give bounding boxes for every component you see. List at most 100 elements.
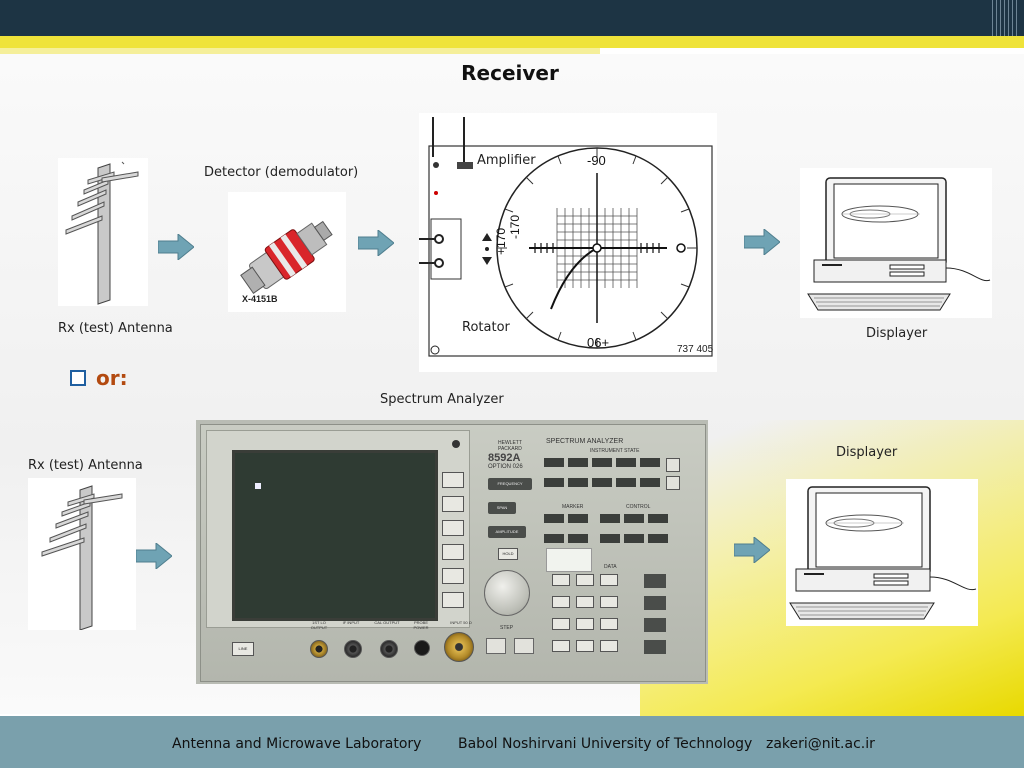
state-button[interactable]	[640, 478, 660, 487]
spectrum-analyzer-label: Spectrum Analyzer	[380, 392, 504, 407]
step-label: STEP	[500, 625, 514, 631]
state-button[interactable]	[616, 458, 636, 467]
key-dot[interactable]	[576, 640, 594, 652]
cal-output-connector[interactable]	[380, 640, 398, 658]
analyzer-screen	[232, 450, 438, 621]
marker-button[interactable]	[544, 534, 564, 543]
footer-bar: Antenna and Microwave Laboratory Babol N…	[0, 716, 1024, 768]
key-2[interactable]	[576, 618, 594, 630]
marker-button[interactable]	[568, 514, 588, 523]
units-key[interactable]	[644, 574, 666, 588]
span-button-label: SPAN	[496, 505, 508, 510]
preset-button[interactable]	[544, 458, 564, 467]
flow-arrow-icon	[136, 543, 172, 569]
header-bar	[0, 0, 1024, 36]
probe-power-connector[interactable]	[414, 640, 430, 656]
key-0[interactable]	[552, 640, 570, 652]
line-button[interactable]: LINE	[232, 642, 254, 656]
detector-part-number: X-4151B	[242, 294, 278, 304]
accent-band-light	[0, 48, 600, 54]
dial-left2-label: -170	[508, 214, 522, 239]
footer-university: Babol Noshirvani University of Technolog…	[458, 736, 753, 752]
amplitude-button[interactable]: AMPLITUDE	[488, 526, 526, 538]
rotator-image: Amplifier -90 06+ +170 -170 737 405 Rota…	[419, 113, 717, 372]
calibration-sticker	[546, 548, 592, 572]
vol-button[interactable]	[666, 476, 680, 490]
control-button[interactable]	[648, 534, 668, 543]
displayer-label-top: Displayer	[866, 326, 928, 341]
lo-output-connector[interactable]	[310, 640, 328, 658]
marker-button[interactable]	[568, 534, 588, 543]
port-probe-label: PROBE POWER	[413, 620, 429, 630]
control-button[interactable]	[600, 514, 620, 523]
state-button[interactable]	[592, 478, 612, 487]
analyzer-option: OPTION 026	[488, 464, 523, 470]
footer-email: zakeri@nit.ac.ir	[766, 736, 875, 752]
section-control: CONTROL	[626, 504, 651, 510]
units-key[interactable]	[644, 618, 666, 632]
displayer-image-bottom	[786, 479, 978, 626]
hold-button[interactable]: HOLD	[498, 548, 518, 560]
header-stripes	[992, 0, 1018, 36]
softkey-button[interactable]	[442, 520, 464, 536]
state-button[interactable]	[616, 478, 636, 487]
state-button[interactable]	[640, 458, 660, 467]
section-data: DATA	[604, 564, 617, 570]
amplitude-button-label: AMPLITUDE	[495, 529, 519, 534]
key-7[interactable]	[552, 574, 570, 586]
detector-image: X-4151B	[228, 192, 346, 312]
flow-arrow-icon	[744, 229, 780, 255]
key-1[interactable]	[552, 618, 570, 630]
or-bullet: or:	[70, 366, 128, 390]
key-6[interactable]	[600, 596, 618, 608]
displayer-label-bottom: Displayer	[836, 445, 898, 460]
vol-button[interactable]	[666, 458, 680, 472]
displayer-image-top	[800, 168, 992, 318]
units-key[interactable]	[644, 640, 666, 654]
control-button[interactable]	[624, 514, 644, 523]
hold-button-label: HOLD	[502, 551, 514, 556]
key-3[interactable]	[600, 618, 618, 630]
units-key[interactable]	[644, 596, 666, 610]
rx-antenna-label-bottom: Rx (test) Antenna	[28, 458, 143, 473]
key-9[interactable]	[600, 574, 618, 586]
port-cal-label: CAL OUTPUT	[374, 620, 400, 625]
tuning-knob[interactable]	[484, 570, 530, 616]
dial-top-label: -90	[587, 153, 606, 168]
if-input-connector[interactable]	[344, 640, 362, 658]
flow-arrow-icon	[158, 234, 194, 260]
line-button-label: LINE	[238, 646, 248, 651]
state-button[interactable]	[568, 458, 588, 467]
key-5[interactable]	[576, 596, 594, 608]
marker-button[interactable]	[544, 514, 564, 523]
state-button[interactable]	[544, 478, 564, 487]
control-button[interactable]	[624, 534, 644, 543]
key-8[interactable]	[576, 574, 594, 586]
span-button[interactable]: SPAN	[488, 502, 516, 514]
footer-lab: Antenna and Microwave Laboratory	[172, 736, 422, 752]
control-button[interactable]	[600, 534, 620, 543]
key-minus[interactable]	[600, 640, 618, 652]
softkey-button[interactable]	[442, 592, 464, 608]
rotator-model-number: 737 405	[677, 344, 714, 355]
rf-input-connector[interactable]	[444, 632, 474, 662]
port-if-label: IF INPUT	[342, 620, 360, 625]
step-down-button[interactable]	[514, 638, 534, 654]
port-input-label: INPUT 50 Ω	[450, 620, 472, 625]
key-4[interactable]	[552, 596, 570, 608]
state-button[interactable]	[592, 458, 612, 467]
frequency-button-label: FREQUENCY	[497, 481, 523, 486]
step-up-button[interactable]	[486, 638, 506, 654]
marker-control-keys	[544, 512, 684, 552]
dial-bottom-label: 06+	[587, 335, 610, 350]
state-button[interactable]	[568, 478, 588, 487]
instrument-state-keys	[544, 456, 684, 496]
or-label: or:	[96, 366, 128, 390]
softkey-button[interactable]	[442, 472, 464, 488]
analyzer-model: 8592A	[488, 452, 521, 464]
softkey-button[interactable]	[442, 496, 464, 512]
control-button[interactable]	[648, 514, 668, 523]
softkey-button[interactable]	[442, 568, 464, 584]
softkey-button[interactable]	[442, 544, 464, 560]
frequency-button[interactable]: FREQUENCY	[488, 478, 532, 490]
